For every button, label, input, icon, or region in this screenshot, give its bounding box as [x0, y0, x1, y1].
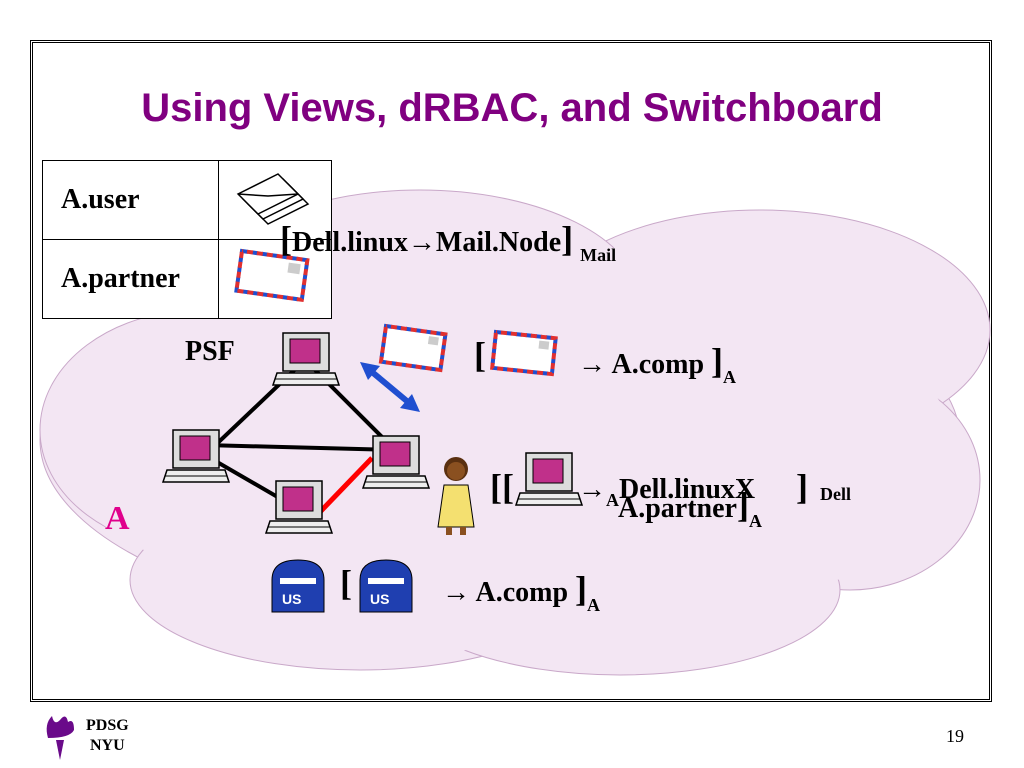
- delegation-dell-x: X: [734, 474, 756, 505]
- mail-stack-icon: [218, 160, 332, 240]
- psf-label: PSF: [185, 336, 235, 367]
- footer-org-line2: NYU: [90, 737, 125, 754]
- computer-bottom-icon: [265, 480, 333, 534]
- delegation-partner-text: A.partner: [618, 493, 737, 524]
- delegation-dell-text: Dell.linux: [619, 474, 735, 505]
- footer-org: PDSG NYU: [86, 716, 129, 756]
- computer-left-icon: [162, 429, 230, 483]
- slide-title: Using Views, dRBAC, and Switchboard: [141, 86, 883, 130]
- arrow: →: [578, 474, 606, 505]
- delegation-mailbox-subscript: A: [587, 595, 601, 615]
- computer-psf-icon: [272, 332, 340, 386]
- airmail-envelope-icon: [378, 323, 448, 373]
- domain-label: A: [105, 500, 130, 537]
- delegation-dell-small: A: [606, 490, 619, 510]
- mailbox-icon: US: [359, 559, 413, 613]
- bracket-close: ]: [711, 341, 724, 381]
- slide-frame: [30, 40, 992, 702]
- airmail-envelope-icon: [490, 329, 558, 377]
- delegation-dell-front: A.partner]A: [618, 484, 762, 531]
- roles-table: A.user A.partner: [42, 160, 332, 319]
- delegation-comp-text: A.comp: [611, 349, 705, 380]
- delegation-dell-back: →ADell.linuxX: [578, 474, 756, 510]
- link-left-right: [204, 443, 396, 452]
- arrow: →: [578, 349, 606, 380]
- delegation-mail-text: Dell.linux→Mail.Node: [292, 227, 562, 258]
- airmail-envelope-icon: [218, 239, 332, 319]
- svg-text:US: US: [370, 591, 389, 607]
- delegation-partner-subscript: A: [748, 511, 762, 531]
- delegation-mailbox-text: A.comp: [475, 577, 569, 608]
- role-label-partner: A.partner: [42, 239, 219, 319]
- bracket-open: [[: [490, 467, 514, 507]
- bracket-open: [: [340, 563, 352, 603]
- delegation-mail-subscript: Mail: [580, 245, 617, 265]
- bracket-close: ]: [796, 467, 808, 507]
- bracket-open: [: [474, 335, 486, 375]
- delegation-comp: → A.comp ]A: [578, 340, 736, 387]
- link-red: [318, 456, 374, 514]
- double-arrow-icon: [360, 362, 420, 412]
- person-icon: [437, 457, 475, 535]
- computer-dell-icon: [515, 452, 583, 506]
- page-number: 19: [946, 726, 964, 746]
- mailbox-icon: US: [271, 559, 325, 613]
- delegation-dell-subscript: Dell: [820, 484, 851, 504]
- svg-text:US: US: [282, 591, 301, 607]
- footer-org-line1: PDSG: [86, 717, 129, 734]
- bracket-close: ]: [575, 569, 588, 609]
- bracket-close: ]: [561, 219, 574, 259]
- delegation-mailbox: → A.comp ]A: [442, 568, 600, 615]
- table-row: A.partner: [42, 239, 332, 319]
- bracket-open: [: [280, 219, 292, 259]
- bracket-close: ]: [736, 485, 749, 525]
- delegation-comp-subscript: A: [723, 367, 737, 387]
- arrow: →: [442, 577, 470, 608]
- nyu-torch-icon: [46, 716, 74, 760]
- delegation-mail: [Dell.linux→Mail.Node] Mail: [280, 218, 616, 265]
- computer-right-icon: [362, 435, 430, 489]
